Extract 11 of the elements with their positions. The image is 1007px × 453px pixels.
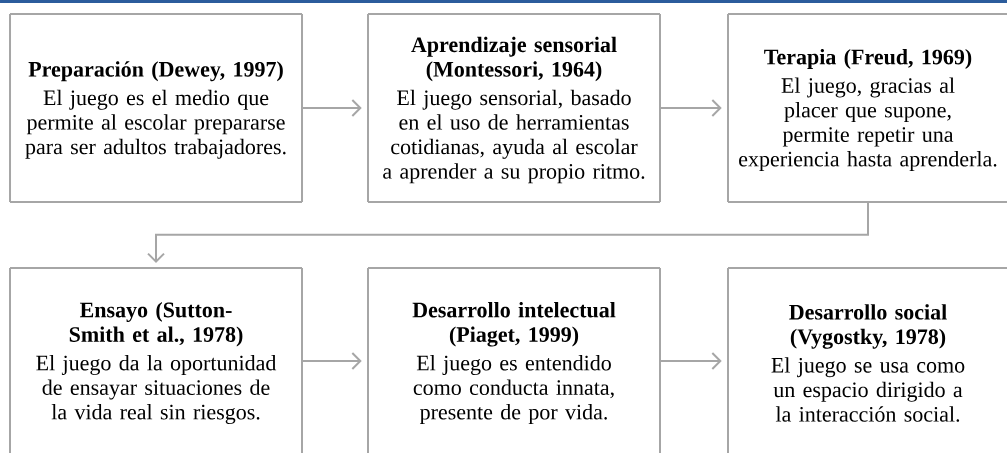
arrow <box>147 201 869 264</box>
process-box: Terapia (Freud, 1969) El juego, gracias al placer que supone, permite repetir una experiencia hasta aprenderla. <box>727 13 1007 203</box>
process-box: Desarrollo intelectual (Piaget, 1999) El juego es entendido como conducta innata, presente de por vida. <box>367 267 661 453</box>
arrow <box>659 352 722 370</box>
process-box: Desarrollo social (Vygostky, 1978) El juego se usa como un espacio dirigido a la interacción social. <box>727 267 1007 453</box>
process-box: Ensayo (Sutton-Smith et al., 1978) El juego da la oportunidad de ensayar situaciones de la vida real sin riesgos. <box>9 267 303 453</box>
process-box: Aprendizaje sensorial (Montessori, 1964) El juego sensorial, basado en el uso de herramientas cotidianas, ayuda al escolar a aprender a su propio ritmo. <box>367 13 661 203</box>
arrow <box>301 99 362 117</box>
arrow <box>659 99 722 117</box>
process-box: Preparación (Dewey, 1997) El juego es el medio que permite al escolar prepararse para ser adultos trabajadores. <box>9 13 303 203</box>
arrow <box>301 352 362 370</box>
